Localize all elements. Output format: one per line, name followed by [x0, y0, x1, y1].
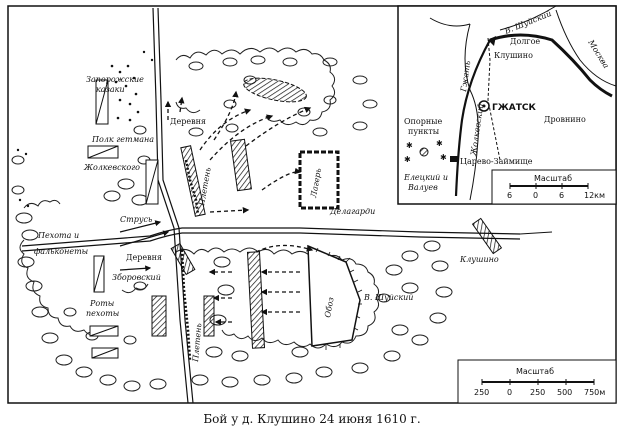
- inset-label-gzhatsk: ГЖАТСК: [492, 103, 536, 113]
- label-strus: Струсь: [120, 215, 152, 224]
- attack-arrows-west: [119, 220, 170, 272]
- river-gzhat: [464, 23, 479, 201]
- label-zaporozh-2: казаки: [96, 85, 125, 94]
- main-scale-title: Масштаб: [516, 367, 554, 376]
- inset-label-strongpoints-2: пункты: [408, 127, 440, 136]
- main-scale: Масштаб 250 0 250 500 750м: [457, 359, 617, 404]
- label-wagon-fort: Обоз: [323, 296, 335, 318]
- delagardi-camp: [298, 150, 340, 210]
- bush-symbols: [11, 55, 453, 392]
- inset-scale-tick-1: 0: [533, 191, 538, 200]
- inset-scale-tick-0: 6: [507, 191, 512, 200]
- inset-label-strongpoints-1: Опорные: [404, 117, 443, 126]
- label-zaporozh-1: Запорожские: [86, 75, 144, 84]
- label-camp: Лагерь: [309, 168, 323, 200]
- river-shuisky-route: [499, 5, 557, 31]
- inset-label-klushino: Клушино: [494, 51, 533, 60]
- inset-scale-tick-3: 12км: [584, 191, 605, 200]
- map-caption: Бой у д. Клушино 24 июня 1610 г.: [203, 412, 421, 426]
- wagon-fort-ticks: [315, 247, 363, 350]
- inset-label-gzhat: Гжать: [459, 60, 472, 93]
- main-scale-tick-1: 0: [507, 388, 512, 397]
- label-infantry-1: Пехота и: [37, 231, 79, 240]
- river-moskva: [555, 9, 617, 87]
- label-zborovsky: Зборовский: [112, 273, 161, 282]
- attack-arrows-north: [164, 90, 312, 214]
- cossack-group-north: [243, 77, 307, 103]
- label-companies-1: Роты: [89, 299, 114, 308]
- main-scale-tick-2: 250: [530, 388, 545, 397]
- route-zholkevsky: [454, 39, 491, 197]
- inset-label-tsarevo: Царево-Займище: [460, 157, 533, 166]
- label-klushino: Клушино: [459, 255, 499, 264]
- shuisky-wagon-fort: [307, 244, 361, 347]
- label-companies-2: пехоты: [86, 309, 119, 318]
- svg-text:✱: ✱: [440, 153, 447, 162]
- label-delagardi: Делагарди: [329, 207, 375, 216]
- tsarevo-marker: [450, 156, 458, 162]
- label-village-north: Деревня: [170, 117, 206, 126]
- road: [21, 227, 553, 252]
- strongpoint-markers: ✱ ✱ ✱ ✱: [404, 139, 447, 164]
- route-shuisky: [489, 33, 613, 98]
- inset-label-drovnino: Дровнино: [544, 115, 586, 124]
- main-scale-tick-4: 750м: [584, 388, 605, 397]
- label-shuisky: В. Шуйский: [363, 293, 413, 302]
- north-south-track: [152, 7, 194, 404]
- svg-text:✱: ✱: [404, 155, 411, 164]
- formation-diagonals: [87, 79, 159, 359]
- label-fence-north: Плетень: [197, 167, 213, 208]
- label-hetman-regiment-2: Жолкевского: [83, 163, 140, 172]
- inset-label-dolgoe: Долгое: [510, 37, 540, 46]
- svg-text:✱: ✱: [406, 141, 413, 150]
- inset-scale-tick-2: 6: [559, 191, 564, 200]
- main-map-labels: Запорожские казаки Деревня Полк гетмана …: [34, 75, 499, 363]
- attack-arrows-south: [208, 244, 314, 326]
- label-village-south: Деревня: [126, 253, 162, 262]
- label-hetman-regiment-1: Полк гетмана: [91, 135, 154, 144]
- main-scale-tick-0: 250: [474, 388, 489, 397]
- inset-label-eletsky-2: Валуев: [407, 183, 438, 192]
- label-fence-south: Плетень: [191, 323, 203, 363]
- label-infantry-2: фальконеты: [34, 247, 88, 256]
- inset-map: ✱ ✱ ✱ ✱ В. Шуйский Долгое Клушино Москва…: [397, 5, 617, 205]
- inset-label-eletsky-1: Елецкий и: [403, 173, 448, 182]
- inset-scale-title: Масштаб: [534, 174, 572, 183]
- cossack-dots: [16, 50, 154, 208]
- svg-text:✱: ✱: [436, 139, 443, 148]
- main-scale-tick-3: 500: [557, 388, 572, 397]
